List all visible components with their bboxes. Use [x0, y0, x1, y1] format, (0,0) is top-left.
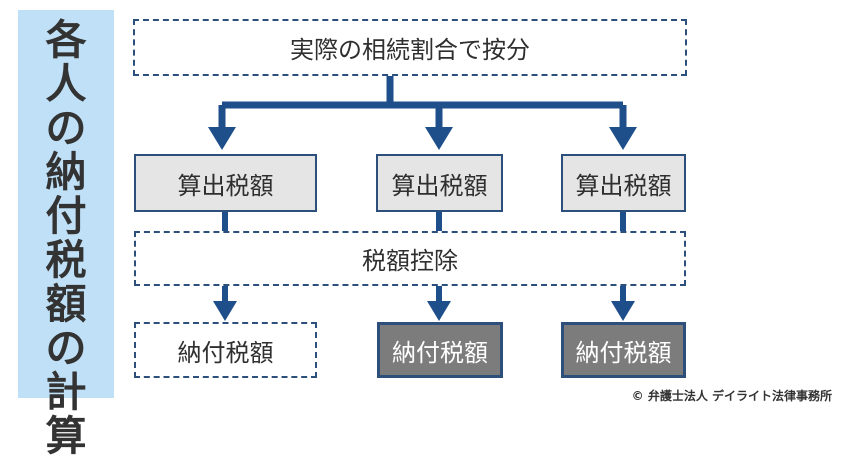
title-char: の [45, 324, 87, 372]
pay-arrowhead-left [213, 301, 237, 321]
proportional-allocation-box: 実際の相続割合で按分 [133, 19, 687, 76]
payment-tax-box-3: 納付税額 [561, 322, 686, 378]
distribution-connector [218, 76, 627, 127]
arrowhead-left [208, 127, 236, 150]
calculated-tax-box-3: 算出税額 [561, 154, 686, 212]
connectors [208, 76, 637, 321]
calculated-tax-label: 算出税額 [391, 171, 488, 200]
payment-tax-label: 納付税額 [177, 338, 274, 367]
tax-deduction-label: 税額控除 [362, 247, 458, 275]
title-char: 各 [45, 16, 87, 64]
title-char: の [45, 104, 87, 152]
calculated-tax-box-1: 算出税額 [134, 154, 317, 212]
calc-to-deduction-connectors [222, 212, 626, 231]
pay-arrowhead-right [611, 301, 635, 321]
title-char: 額 [45, 280, 87, 328]
deduction-to-payment-connectors [222, 286, 626, 302]
arrowhead-right [609, 127, 637, 150]
distribution-arrowheads [208, 127, 637, 150]
payment-tax-label: 納付税額 [575, 338, 672, 367]
tax-deduction-box: 税額控除 [134, 231, 686, 286]
title-char: 税 [45, 236, 87, 284]
title-char: 人 [45, 60, 87, 108]
payment-tax-label: 納付税額 [392, 338, 488, 367]
title-char: 納 [45, 148, 87, 196]
proportional-allocation-label: 実際の相続割合で按分 [290, 36, 530, 64]
payment-tax-box-1: 納付税額 [134, 322, 317, 378]
calculated-tax-label: 算出税額 [575, 171, 672, 200]
payment-tax-box-2: 納付税額 [377, 322, 503, 378]
title-char: 算 [45, 412, 87, 460]
title-char: 付 [45, 192, 87, 240]
side-panel: 各 人 の 納 付 税 額 の 計 算 [18, 10, 114, 458]
calculated-tax-label: 算出税額 [177, 171, 274, 200]
calculated-tax-box-2: 算出税額 [376, 154, 503, 212]
arrowhead-middle [425, 127, 453, 150]
title-char: 計 [45, 368, 87, 416]
diagram-title: 各 人 の 納 付 税 額 の 計 算 [18, 16, 114, 458]
pay-arrowhead-middle [427, 301, 451, 321]
copyright-notice: © 弁護士法人 デイライト法律事務所 [631, 389, 832, 403]
payment-arrowheads [213, 301, 635, 321]
